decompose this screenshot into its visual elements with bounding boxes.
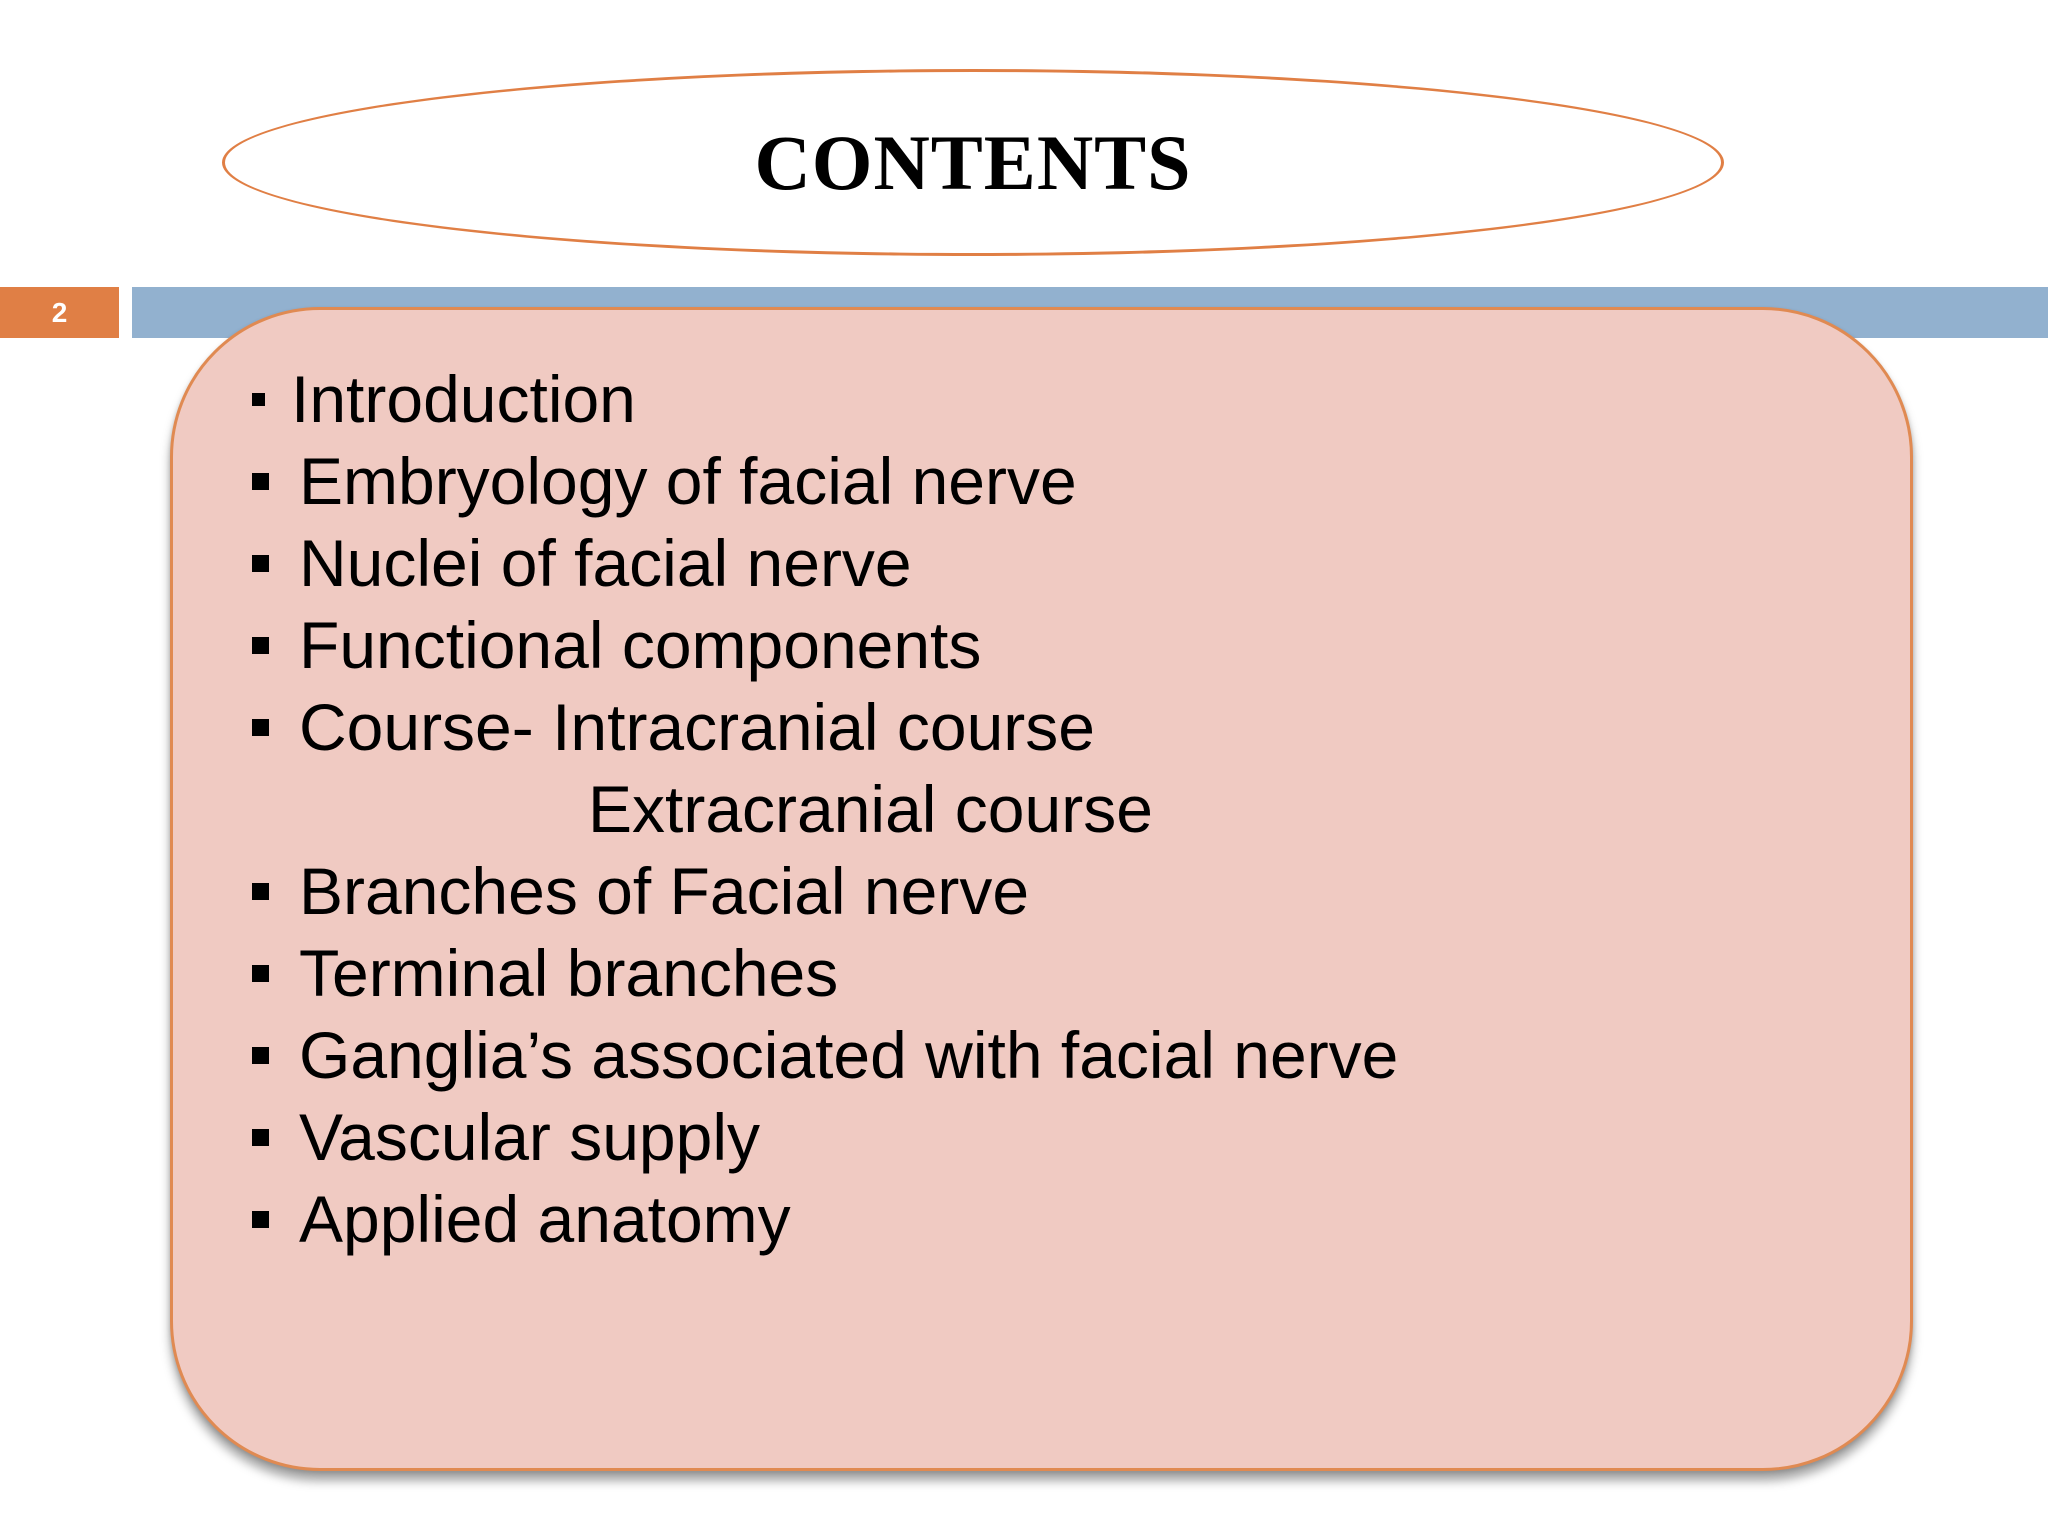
square-bullet-icon	[252, 392, 265, 406]
square-bullet-icon	[252, 718, 269, 736]
square-bullet-icon	[252, 882, 269, 900]
list-item-label: Ganglia’s associated with facial nerve	[299, 1018, 1399, 1092]
list-item: Vascular supply	[252, 1096, 1812, 1178]
square-bullet-icon	[252, 1210, 269, 1228]
square-bullet-icon	[252, 554, 269, 572]
square-bullet-icon	[252, 472, 269, 490]
slide-title: CONTENTS	[754, 118, 1192, 206]
list-item-label: Introduction	[291, 362, 636, 436]
square-bullet-icon	[252, 1128, 269, 1146]
contents-box	[170, 307, 1913, 1471]
contents-list: Introduction Embryology of facial nerve …	[252, 358, 1812, 1260]
list-item: Applied anatomy	[252, 1178, 1812, 1260]
list-item-label: Applied anatomy	[299, 1182, 791, 1256]
list-item-label: Functional components	[299, 608, 982, 682]
list-item-label: Extracranial course	[588, 772, 1153, 846]
square-bullet-icon	[252, 636, 269, 654]
list-item-label: Nuclei of facial nerve	[299, 526, 912, 600]
page-number-badge: 2	[0, 287, 119, 338]
list-item-label: Vascular supply	[299, 1100, 761, 1174]
square-bullet-icon	[252, 1046, 269, 1064]
list-item: Introduction	[252, 358, 1812, 440]
list-item: Functional components	[252, 604, 1812, 686]
list-item-label: Terminal branches	[299, 936, 839, 1010]
list-item: Embryology of facial nerve	[252, 440, 1812, 522]
list-item: Terminal branches	[252, 932, 1812, 1014]
list-item: Ganglia’s associated with facial nerve	[252, 1014, 1812, 1096]
list-item: Branches of Facial nerve	[252, 850, 1812, 932]
title-ellipse	[222, 69, 1724, 256]
list-item: Nuclei of facial nerve	[252, 522, 1812, 604]
list-item-continuation: Extracranial course	[252, 768, 1812, 850]
square-bullet-icon	[252, 964, 269, 982]
list-item-label: Branches of Facial nerve	[299, 854, 1030, 928]
list-item-label: Embryology of facial nerve	[299, 444, 1077, 518]
list-item: Course- Intracranial course	[252, 686, 1812, 768]
list-item-label: Course- Intracranial course	[299, 690, 1095, 764]
